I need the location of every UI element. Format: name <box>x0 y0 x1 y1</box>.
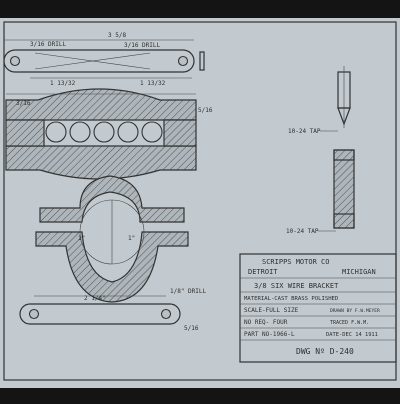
dim-label-b: 1 13/32 <box>50 80 76 87</box>
top-bar-view <box>3 39 205 79</box>
scale: SCALE-FULL SIZE <box>244 307 299 314</box>
drill-label-a: 3/16 DRILL <box>30 41 67 48</box>
drawn-by: DRAWN BY F.W.MEYER <box>330 308 380 314</box>
title-block <box>239 253 397 363</box>
number-required: NO REQ- FOUR <box>244 319 288 326</box>
part-number: PART NO-1966-L <box>244 331 295 338</box>
drawing-number: DWG Nº D-240 <box>296 347 354 356</box>
sheet-border <box>3 21 397 381</box>
side-views <box>333 66 355 229</box>
drill-label-c: 1/8" DRILL <box>170 288 207 295</box>
drawing-date: DATE-DEC 14 1911 <box>326 332 378 338</box>
dim-label-e: 5/16 <box>198 107 213 114</box>
paper <box>0 18 400 388</box>
bottom-bar-view <box>19 295 181 325</box>
tap-label-bottom: 10-24 TAP <box>286 228 319 235</box>
dim-label-g: 1" <box>128 235 135 242</box>
clamp-view <box>35 175 189 303</box>
drill-label-b: 3/16 DRILL <box>124 42 161 49</box>
dim-label-f: 1" <box>78 235 85 242</box>
dim-label-a: 3 5/8 <box>108 32 126 39</box>
part-name: 3/8 SIX WIRE BRACKET <box>254 282 339 290</box>
scalloped-bracket-view <box>5 88 197 180</box>
dim-label-h: 2 1/4" <box>84 295 106 302</box>
dim-label-c: 1 13/32 <box>140 80 166 87</box>
dim-label-d: 3/16 <box>16 100 31 107</box>
material: MATERIAL-CAST BRASS POLISHED <box>244 296 339 302</box>
traced-by: TRACED F.W.M. <box>330 320 369 326</box>
company-state: MICHIGAN <box>342 268 376 276</box>
company-city: DETROIT <box>248 268 278 276</box>
dim-label-i: 5/16 <box>184 325 199 332</box>
tap-label-top: 10-24 TAP <box>288 128 321 135</box>
company-name: SCRIPPS MOTOR CO <box>262 258 329 266</box>
